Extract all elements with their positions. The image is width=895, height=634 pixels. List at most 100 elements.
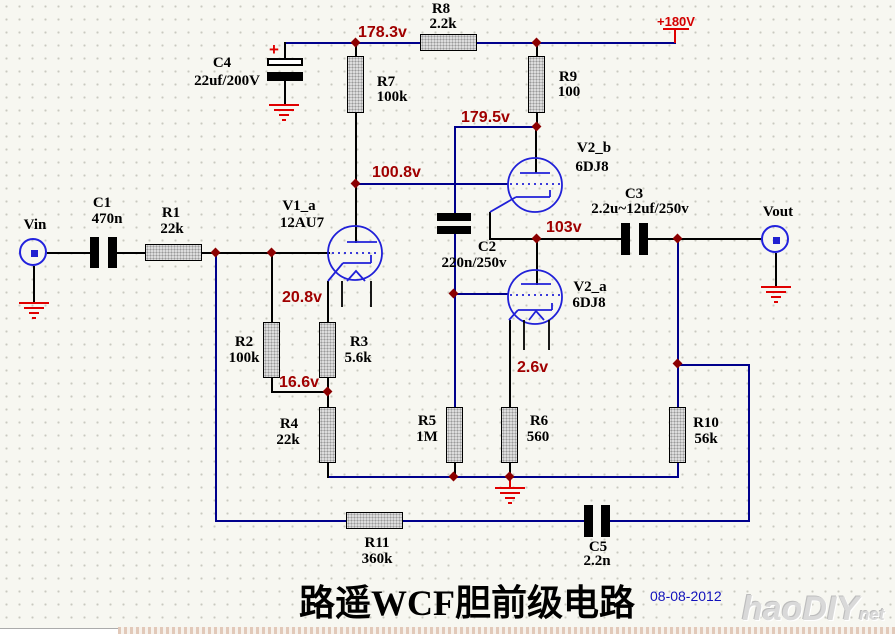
lead-r2-bottom — [271, 377, 273, 393]
lead-r9-bottom — [536, 112, 538, 128]
vin-label: Vin — [23, 217, 47, 233]
lead-v2b-cathode — [489, 212, 491, 240]
wire-vin-c1 — [47, 252, 90, 254]
capacitor-c2-plate — [437, 213, 471, 221]
c1-label: C1 — [92, 195, 112, 211]
wire-feedback-branch — [678, 364, 749, 366]
capacitor-c1-plate — [90, 237, 99, 268]
watermark: haoDIYnet — [742, 592, 885, 626]
capacitor-c1-plate — [108, 237, 117, 268]
r5-label: R5 — [417, 413, 437, 429]
r11-value: 360k — [361, 551, 393, 567]
resistor-r3-body — [319, 322, 336, 378]
c4-label: C4 — [212, 55, 232, 71]
wire-v2a-grid — [454, 293, 508, 295]
lead-v2a-cathode-r6 — [509, 320, 511, 408]
voltage-v1-plate: 100.8v — [372, 164, 421, 181]
r3-label: R3 — [349, 334, 369, 350]
r3-value: 5.6k — [344, 350, 372, 366]
c4-value: 22uf/200V — [194, 73, 260, 89]
capacitor-c4-plate-positive — [267, 58, 303, 66]
capacitor-c3-plate — [621, 223, 630, 255]
wire-feedback-bottom-left — [215, 520, 347, 522]
r7-value: 100k — [376, 89, 408, 105]
vout-terminal — [761, 225, 789, 253]
resistor-r11-body — [346, 512, 403, 529]
junction-dot — [266, 247, 277, 258]
wire-c1-r1 — [117, 252, 146, 254]
power-terminal-bar — [663, 28, 689, 30]
r8-label: R8 — [431, 1, 451, 17]
c2-value: 220n/250v — [441, 255, 507, 271]
r10-value: 56k — [694, 431, 718, 447]
bottom-strip-left — [0, 628, 118, 634]
ground-symbol-vin — [19, 302, 49, 319]
voltage-v1-cathode: 20.8v — [282, 289, 323, 306]
voltage-v2a-cathode: 2.6v — [517, 359, 549, 376]
lead-c4-top — [284, 42, 286, 60]
resistor-r10-body — [669, 407, 686, 463]
junction-dot — [350, 178, 361, 189]
power-rail-label: +180V — [657, 14, 695, 29]
c3-value: 2.2u~12uf/250v — [591, 201, 689, 217]
wire-c3-vout — [648, 238, 763, 240]
vin-terminal-pin — [31, 250, 38, 257]
c5-value: 2.2n — [583, 553, 611, 569]
wire-r10-bottom — [677, 462, 679, 478]
resistor-r8-body — [420, 34, 477, 51]
r4-label: R4 — [279, 416, 299, 432]
r6-value: 560 — [526, 429, 550, 445]
wire-feedback-right-vert — [748, 364, 750, 522]
wire-input-feedback-vert — [215, 252, 217, 522]
ground-symbol-r6 — [495, 487, 525, 504]
lead-r9-top — [536, 42, 538, 59]
resistor-r4-body — [319, 407, 336, 463]
r6-ground-stub — [509, 477, 511, 488]
r1-label: R1 — [161, 205, 181, 221]
lead-r7-bottom — [355, 112, 357, 184]
schematic-date: 08-08-2012 — [650, 588, 722, 604]
junction-dot — [210, 247, 221, 258]
lead-vout-ground — [775, 253, 777, 287]
r9-label: R9 — [558, 69, 578, 85]
wire-bottom-bus — [328, 476, 679, 478]
wire-c2-top — [454, 126, 456, 213]
r11-label: R11 — [364, 535, 390, 551]
junction-dot — [504, 471, 515, 482]
wire-c2-bottom — [454, 234, 456, 294]
wire-v1-plate-to-v2b-grid — [355, 183, 508, 185]
v1a-model: 12AU7 — [279, 215, 325, 231]
lead-v2b-plate — [535, 126, 537, 173]
v2a-label: V2_a — [573, 279, 607, 295]
vout-terminal-pin — [773, 237, 780, 244]
lead-r4-bottom — [327, 462, 329, 478]
vout-label: Vout — [762, 204, 794, 220]
r2-label: R2 — [234, 334, 254, 350]
capacitor-c2-plate — [437, 226, 471, 234]
r5-value: 1M — [416, 429, 438, 445]
capacitor-c3-plate — [639, 223, 648, 255]
resistor-r7-body — [347, 56, 364, 113]
lead-v2a-plate — [536, 238, 538, 285]
lead-r5-bottom — [454, 462, 456, 478]
lead-r6-bottom — [509, 462, 511, 478]
wire-feedback-bottom-right — [609, 520, 750, 522]
r9-value: 100 — [557, 84, 581, 100]
watermark-suffix: net — [859, 605, 885, 624]
c4-polarity-sign: + — [269, 40, 279, 59]
lead-r3-bottom — [327, 377, 329, 393]
voltage-output: 103v — [546, 219, 582, 236]
c2-label: C2 — [477, 239, 497, 255]
wire-node-c3 — [537, 238, 622, 240]
junction-dot — [531, 37, 542, 48]
wire-r1-node — [201, 252, 217, 254]
c1-value: 470n — [91, 211, 123, 227]
v1a-label: V1_a — [282, 198, 316, 214]
capacitor-c4-plate-negative — [267, 72, 303, 81]
r2-value: 100k — [228, 350, 260, 366]
junction-dot — [448, 471, 459, 482]
wire-r5-top — [454, 293, 456, 408]
v2b-model: 6DJ8 — [575, 159, 609, 175]
lead-r2-top — [271, 252, 273, 323]
bottom-strip-right — [118, 627, 895, 634]
